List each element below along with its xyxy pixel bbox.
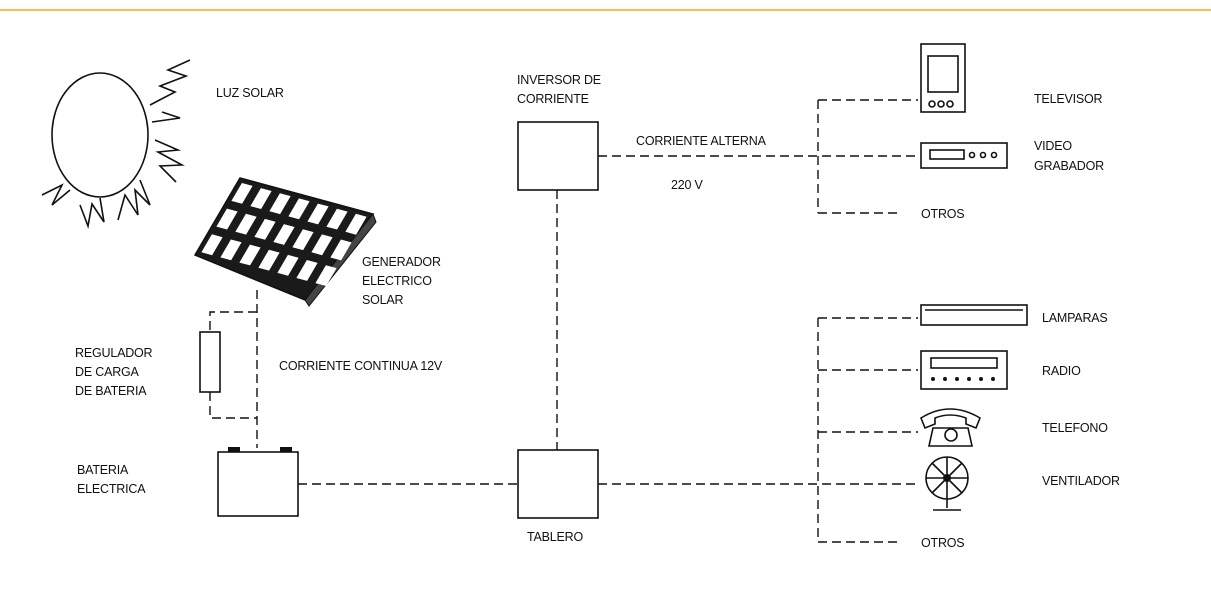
regulator-branch-top bbox=[210, 312, 257, 332]
inversor-label-line1: INVERSOR DE bbox=[517, 73, 601, 87]
regulador-label-line1: REGULADOR bbox=[75, 346, 153, 360]
televisor-label: TELEVISOR bbox=[1034, 92, 1103, 106]
regulador-label-line3: DE BATERIA bbox=[75, 384, 147, 398]
sun-icon bbox=[42, 60, 190, 226]
regulator-icon bbox=[200, 332, 220, 392]
voltaje-label: 220 V bbox=[671, 178, 704, 192]
regulador-label-line2: DE CARGA bbox=[75, 365, 140, 379]
tablero-label: TABLERO bbox=[527, 530, 583, 544]
lamp-icon bbox=[921, 305, 1027, 325]
ventilador-label: VENTILADOR bbox=[1042, 474, 1120, 488]
lamparas-label: LAMPARAS bbox=[1042, 311, 1108, 325]
inversor-box bbox=[518, 122, 598, 190]
radio-icon bbox=[921, 351, 1007, 389]
telefono-label: TELEFONO bbox=[1042, 421, 1108, 435]
regulator-branch-bottom bbox=[210, 392, 257, 418]
battery-icon bbox=[218, 447, 298, 516]
video-recorder-icon bbox=[921, 143, 1007, 168]
tablero-box bbox=[518, 450, 598, 518]
inversor-label-line2: CORRIENTE bbox=[517, 92, 589, 106]
television-icon bbox=[921, 44, 965, 112]
radio-label: RADIO bbox=[1042, 364, 1081, 378]
fan-icon bbox=[926, 457, 968, 510]
solar-panel-icon bbox=[195, 178, 376, 306]
bateria-label-line2: ELECTRICA bbox=[77, 482, 146, 496]
generador-label-line1: GENERADOR bbox=[362, 255, 441, 269]
generador-label-line3: SOLAR bbox=[362, 293, 404, 307]
video-label-line1: VIDEO bbox=[1034, 139, 1072, 153]
corriente-continua-label: CORRIENTE CONTINUA 12V bbox=[279, 359, 443, 373]
otros-bottom-label: OTROS bbox=[921, 536, 964, 550]
bateria-label-line1: BATERIA bbox=[77, 463, 129, 477]
telephone-icon bbox=[921, 409, 980, 446]
luz-solar-label: LUZ SOLAR bbox=[216, 86, 284, 100]
generador-label-line2: ELECTRICO bbox=[362, 274, 432, 288]
corriente-alterna-label: CORRIENTE ALTERNA bbox=[636, 134, 767, 148]
video-label-line2: GRABADOR bbox=[1034, 159, 1104, 173]
otros-top-label: OTROS bbox=[921, 207, 964, 221]
